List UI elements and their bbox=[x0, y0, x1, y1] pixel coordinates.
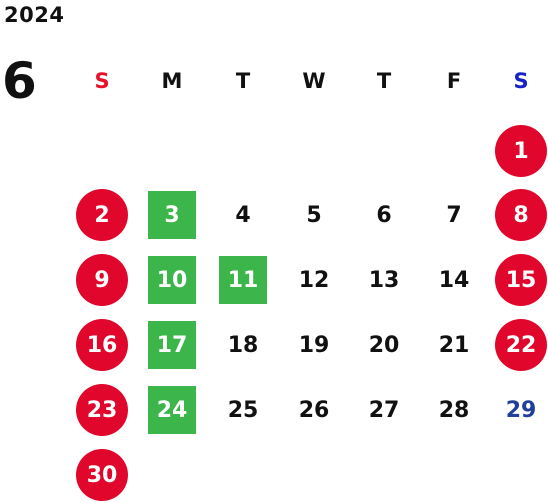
weekday-header-wed: W bbox=[302, 69, 326, 93]
weekday-header-sat: S bbox=[513, 69, 529, 93]
calendar-day[interactable]: 9 bbox=[76, 254, 128, 306]
calendar-day[interactable]: 25 bbox=[227, 397, 259, 423]
calendar-day[interactable]: 11 bbox=[219, 256, 267, 304]
weekday-header-sun: S bbox=[94, 69, 110, 93]
calendar-day[interactable]: 19 bbox=[298, 332, 330, 358]
calendar-day[interactable]: 20 bbox=[368, 332, 400, 358]
calendar-day[interactable]: 15 bbox=[495, 254, 547, 306]
calendar-day[interactable]: 22 bbox=[495, 319, 547, 371]
calendar-day[interactable]: 26 bbox=[298, 397, 330, 423]
calendar-day[interactable]: 28 bbox=[438, 397, 470, 423]
calendar-day[interactable]: 8 bbox=[495, 189, 547, 241]
calendar-day[interactable]: 10 bbox=[148, 256, 196, 304]
calendar-day[interactable]: 29 bbox=[505, 397, 537, 423]
calendar-day[interactable]: 24 bbox=[148, 386, 196, 434]
calendar-day[interactable]: 13 bbox=[368, 267, 400, 293]
calendar-day[interactable]: 6 bbox=[376, 202, 392, 228]
weekday-header-thu: T bbox=[376, 69, 392, 93]
calendar-day[interactable]: 18 bbox=[227, 332, 259, 358]
calendar-day[interactable]: 23 bbox=[76, 384, 128, 436]
calendar-day[interactable]: 3 bbox=[148, 191, 196, 239]
calendar-year: 2024 bbox=[4, 3, 65, 27]
calendar-day[interactable]: 27 bbox=[368, 397, 400, 423]
weekday-header-tue: T bbox=[235, 69, 251, 93]
calendar-day[interactable]: 4 bbox=[235, 202, 251, 228]
weekday-header-fri: F bbox=[446, 69, 462, 93]
calendar-day[interactable]: 21 bbox=[438, 332, 470, 358]
calendar-day[interactable]: 1 bbox=[495, 125, 547, 177]
calendar-day[interactable]: 14 bbox=[438, 267, 470, 293]
calendar-day[interactable]: 16 bbox=[76, 319, 128, 371]
calendar-day[interactable]: 7 bbox=[446, 202, 462, 228]
calendar-day[interactable]: 2 bbox=[76, 189, 128, 241]
calendar-day[interactable]: 5 bbox=[306, 202, 322, 228]
calendar-month: 6 bbox=[2, 52, 37, 110]
weekday-header-mon: M bbox=[161, 69, 183, 93]
calendar-day[interactable]: 17 bbox=[148, 321, 196, 369]
calendar-day[interactable]: 30 bbox=[76, 449, 128, 501]
calendar-day[interactable]: 12 bbox=[298, 267, 330, 293]
